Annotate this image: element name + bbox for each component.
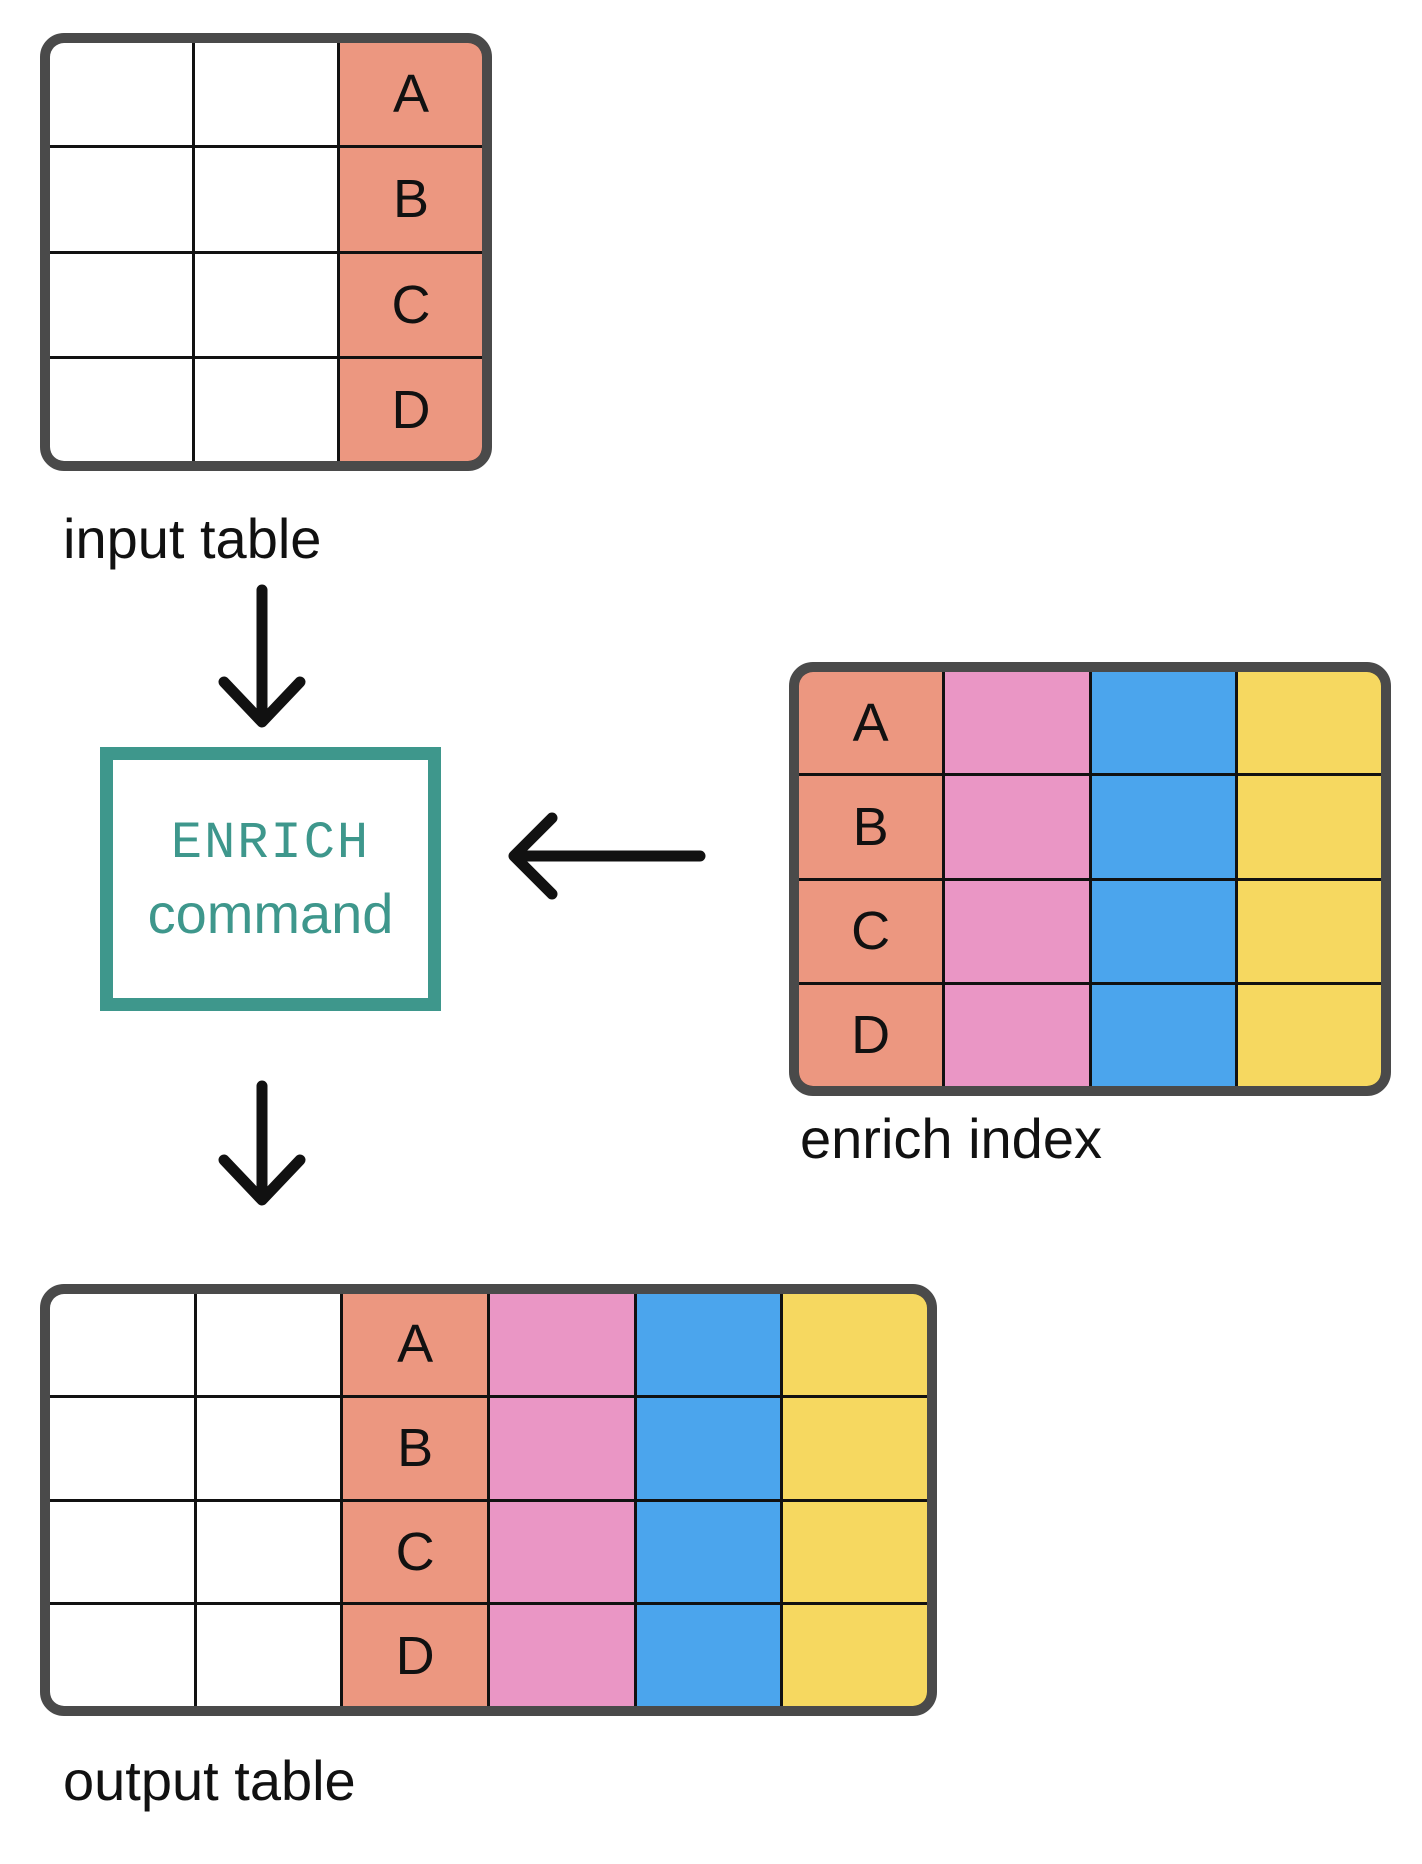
key-cell: A <box>799 672 943 774</box>
empty-cell <box>50 148 192 251</box>
yellow-cell <box>783 1397 927 1499</box>
enrich-index-label: enrich index <box>800 1107 1102 1170</box>
pink-cell <box>945 776 1089 878</box>
yellow-cell <box>783 1294 927 1395</box>
blue-cell <box>1091 880 1235 982</box>
key-cell: C <box>343 1501 487 1603</box>
empty-cell <box>195 358 337 461</box>
blue-cell <box>636 1501 781 1603</box>
blue-cell <box>1091 984 1235 1086</box>
key-cell: B <box>799 776 943 878</box>
key-cell: C <box>340 253 482 356</box>
key-cell: A <box>340 43 482 146</box>
pink-cell <box>490 1605 634 1706</box>
down-arrow-input-to-enrich-icon <box>218 584 306 728</box>
blue-cell <box>1091 672 1235 774</box>
key-cell: D <box>340 358 482 461</box>
yellow-cell <box>783 1605 927 1706</box>
enrich-command-title: ENRICH <box>170 814 371 873</box>
down-arrow-enrich-to-output-icon <box>218 1080 306 1206</box>
blue-cell <box>636 1605 781 1706</box>
pink-cell <box>945 984 1089 1086</box>
input-table-label: input table <box>63 507 322 570</box>
empty-cell <box>50 43 192 146</box>
output-table-label: output table <box>63 1749 356 1812</box>
blue-cell <box>636 1294 781 1395</box>
yellow-cell <box>1237 776 1381 878</box>
blue-cell <box>1091 776 1235 878</box>
empty-cell <box>50 358 192 461</box>
empty-cell <box>196 1605 341 1706</box>
empty-cell <box>50 253 192 356</box>
enrich-command-subtitle: command <box>147 882 394 945</box>
empty-cell <box>195 148 337 251</box>
yellow-cell <box>783 1501 927 1603</box>
empty-cell <box>196 1294 341 1395</box>
yellow-cell <box>1237 672 1381 774</box>
empty-cell <box>50 1605 194 1706</box>
enrich-command-box: ENRICH command <box>100 747 441 1011</box>
key-cell: B <box>343 1397 487 1499</box>
key-cell: C <box>799 880 943 982</box>
empty-cell <box>50 1397 194 1499</box>
left-arrow-index-to-enrich-icon <box>508 812 706 900</box>
blue-cell <box>636 1397 781 1499</box>
pink-cell <box>490 1501 634 1603</box>
empty-cell <box>196 1397 341 1499</box>
pink-cell <box>490 1397 634 1499</box>
yellow-cell <box>1237 984 1381 1086</box>
key-cell: D <box>799 984 943 1086</box>
empty-cell <box>50 1294 194 1395</box>
yellow-cell <box>1237 880 1381 982</box>
pink-cell <box>945 672 1089 774</box>
pink-cell <box>945 880 1089 982</box>
empty-cell <box>50 1501 194 1603</box>
key-cell: A <box>343 1294 487 1395</box>
key-cell: D <box>343 1605 487 1706</box>
pink-cell <box>490 1294 634 1395</box>
empty-cell <box>195 43 337 146</box>
empty-cell <box>195 253 337 356</box>
key-cell: B <box>340 148 482 251</box>
empty-cell <box>196 1501 341 1603</box>
